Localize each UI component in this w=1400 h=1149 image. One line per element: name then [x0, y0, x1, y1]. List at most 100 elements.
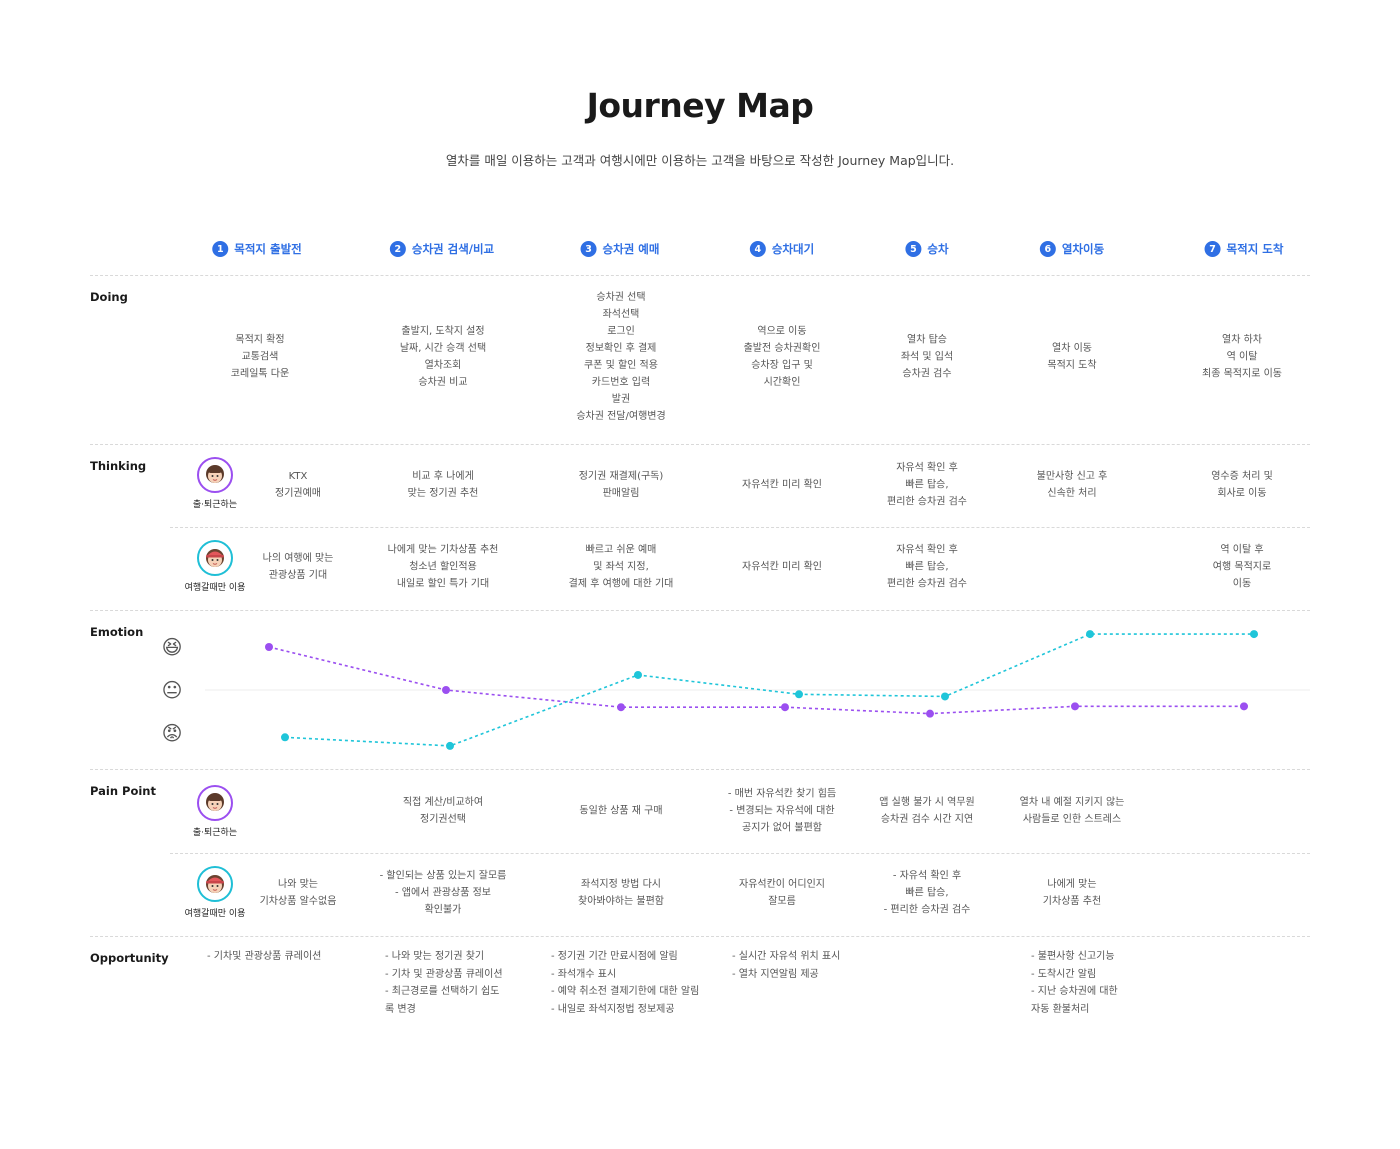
doing-text: 코레일톡 다운: [230, 368, 290, 380]
opportunity-text: 자동 환불처리: [1031, 1003, 1090, 1015]
emotion-point-2-2: [446, 741, 454, 750]
doing-text: 승차권 비교: [418, 377, 468, 388]
stage-number-badge: 1: [212, 241, 229, 257]
emotion-point-1-5: [926, 709, 934, 718]
doing-text: 열차조회: [424, 360, 462, 371]
persona-label: 여행갈때만 이용: [184, 583, 246, 593]
stage-number-badge: 3: [580, 241, 597, 257]
doing-text: 좌석 및 입석: [900, 351, 954, 363]
pain-traveler-text: 기차상품 알수없음: [259, 896, 337, 907]
angry-face-icon: 😡: [161, 721, 183, 745]
thinking-traveler-text: 결제 후 여행에 대한 기대: [568, 578, 674, 590]
thinking-commuter-text: 정기권예매: [275, 488, 321, 499]
doing-text: 카드번호 입력: [591, 377, 651, 388]
thinking-commuter-text: 불만사항 신고 후: [1036, 471, 1108, 482]
emotion-point-1-1: [265, 643, 273, 651]
emotion-point-1-6: [1071, 702, 1079, 711]
pain-traveler-text: 나에게 맞는: [1047, 879, 1097, 890]
doing-text: 열차 하차: [1222, 334, 1262, 346]
opportunity-text: - 예약 취소전 결제기한에 대한 알림: [551, 986, 700, 997]
pain-traveler-text: 확인불가: [424, 904, 462, 916]
pain-commuter-text: 동일한 상품 재 구매: [579, 805, 663, 817]
doing-text: 승차권 전달/여행변경: [576, 411, 666, 422]
persona-label: 출·퇴근하는: [192, 828, 238, 838]
section-label-opportunity: Opportunity: [90, 951, 169, 965]
laughing-face-icon: 😆: [161, 635, 183, 659]
pain-traveler-text: - 자유석 확인 후: [892, 870, 962, 882]
stage-3: 3 승차권 예매: [580, 241, 660, 257]
doing-text: 역으로 이동: [757, 326, 807, 337]
thinking-commuter-text: 영수증 처리 및: [1211, 471, 1273, 482]
stage-label: 승차권 예매: [602, 242, 660, 256]
emotion-point-2-7: [1250, 630, 1258, 639]
thinking-commuter-text: 정기권 재결제(구독): [578, 471, 664, 482]
opportunity-text: - 지난 승차권에 대한: [1031, 986, 1118, 997]
doing-text: 역 이탈: [1226, 351, 1258, 363]
doing-text: 승차장 입구 및: [751, 360, 813, 371]
doing-text: 승차권 선택: [596, 292, 646, 303]
opportunity-text: 록 변경: [385, 1003, 416, 1015]
pain-traveler-text: - 앱에서 관광상품 정보: [395, 887, 491, 899]
persona-label: 출·퇴근하는: [192, 500, 238, 510]
doing-text: 정보확인 후 결제: [585, 343, 657, 354]
divider: [90, 444, 1310, 445]
thinking-traveler-text: 내일로 할인 특가 기대: [396, 578, 490, 590]
doing-text: 출발전 승차권확인: [743, 343, 821, 354]
stage-label: 승차권 검색/비교: [411, 242, 495, 256]
thinking-commuter-text: 신속한 처리: [1047, 488, 1097, 499]
doing-text: 쿠폰 및 할인 적용: [584, 360, 658, 371]
pain-traveler-text: 좌석지정 방법 다시: [581, 879, 661, 890]
stage-label: 승차: [927, 242, 949, 256]
doing-text: 좌석선택: [602, 309, 640, 320]
neutral-face-icon: 😐: [161, 678, 183, 702]
opportunity-cell: - 나와 맞는 정기권 찾기- 기차 및 관광상품 큐레이션- 최근경로를 선택…: [385, 948, 503, 1018]
thinking-traveler-text: 청소년 할인적용: [409, 561, 477, 573]
opportunity-cell: - 실시간 자유석 위치 표시- 열차 지연알림 제공: [732, 948, 840, 983]
pain-commuter-text: - 매번 자유석칸 찾기 힘듬: [727, 788, 837, 800]
doing-text: 승차권 검수: [902, 368, 952, 380]
doing-text: 목적지 확정: [235, 334, 285, 346]
pain-commuter-text: 승차권 검수 시간 지연: [880, 814, 974, 825]
doing-text: 발권: [611, 394, 631, 405]
pain-commuter-text: 직접 계산/비교하여: [402, 797, 484, 808]
thinking-traveler-text: 빠르고 쉬운 예매: [585, 544, 657, 556]
thinking-traveler-text: 편리한 승차권 검수: [887, 578, 967, 590]
pain-commuter-text: - 변경되는 자유석에 대한: [729, 805, 835, 817]
pain-traveler-text: 기차상품 추천: [1042, 896, 1102, 907]
divider: [170, 527, 1310, 528]
stage-number-badge: 4: [749, 241, 766, 257]
doing-text: 시간확인: [763, 377, 801, 388]
opportunity-text: - 나와 맞는 정기권 찾기: [385, 951, 485, 962]
thinking-traveler-cell: 자유석칸 미리 확인: [742, 559, 822, 576]
thinking-commuter-text: 편리한 승차권 검수: [887, 496, 967, 508]
thinking-traveler-text: 나의 여행에 맞는: [262, 553, 334, 564]
girl-avatar-icon: [197, 457, 233, 493]
opportunity-cell: - 기차및 관광상품 큐레이션: [207, 948, 321, 966]
stage-number-badge: 5: [905, 241, 922, 257]
doing-text: 열차 이동: [1052, 343, 1092, 354]
emotion-point-1-2: [442, 686, 450, 694]
emotion-point-2-1: [281, 733, 289, 742]
thinking-commuter-text: 빠른 탑승,: [905, 479, 949, 491]
emotion-point-1-3: [617, 703, 625, 712]
persona-commuter: 출·퇴근하는: [175, 457, 255, 510]
pain-commuter-text: 공지가 없어 불편함: [742, 822, 822, 834]
pain-commuter-text: 앱 실행 불가 시 역무원: [879, 797, 975, 808]
divider: [90, 275, 1310, 276]
